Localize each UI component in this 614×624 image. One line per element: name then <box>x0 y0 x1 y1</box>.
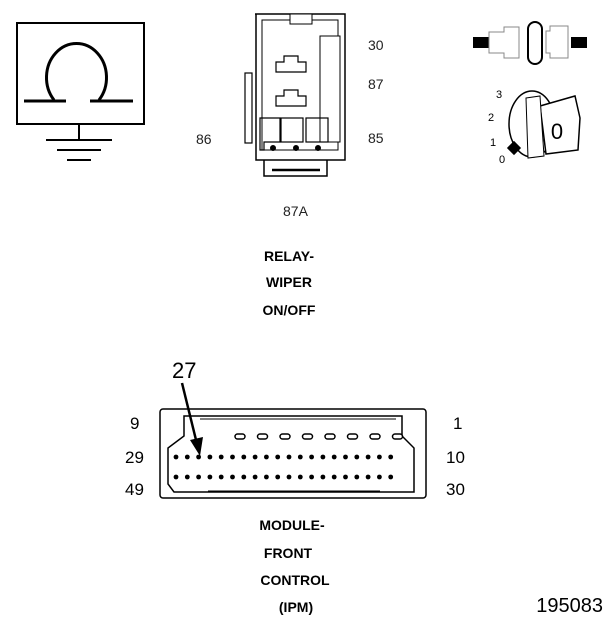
connector-pin <box>331 474 337 480</box>
connector-pin-cavity <box>256 433 269 440</box>
connector-pin <box>241 474 247 480</box>
ground-symbol-icon <box>16 22 145 161</box>
relay-title-line-1: RELAY- <box>264 248 314 264</box>
connector-pin <box>320 474 326 480</box>
connector-pin-cavity <box>324 433 336 440</box>
module-pin-10-label: 10 <box>446 448 465 467</box>
connector-pin <box>309 474 314 480</box>
connector-pin <box>196 474 202 480</box>
relay-pin-87a-label: 87A <box>283 203 309 219</box>
relay-pin-87-label: 87 <box>368 76 384 92</box>
module-pin-9-label: 9 <box>130 414 139 433</box>
connector-pin <box>275 454 281 460</box>
connector-pin <box>354 474 360 480</box>
connector-pin <box>286 454 292 460</box>
switch-symbol-icon <box>473 21 587 65</box>
connector-pin <box>218 454 224 460</box>
connector-pin <box>252 474 258 480</box>
connector-pin <box>275 474 281 480</box>
connector-pin <box>309 454 314 460</box>
relay-connector-icon <box>244 13 346 177</box>
ignition-key-icon <box>506 90 581 159</box>
module-title-line-4: (IPM) <box>279 599 313 615</box>
connector-pin-cavity <box>369 433 381 440</box>
connector-pin <box>264 454 269 460</box>
connector-pin <box>184 474 190 480</box>
connector-pin <box>173 474 179 480</box>
connector-pin-cavity <box>279 433 291 440</box>
connector-middle-pins <box>173 454 394 460</box>
connector-pin-cavity <box>391 433 404 440</box>
connector-pin <box>354 454 360 460</box>
callout-pin-27: 27 <box>172 358 196 383</box>
connector-pin <box>230 474 235 480</box>
connector-pin <box>230 454 235 460</box>
connector-pin <box>196 454 202 460</box>
module-pin-29-label: 29 <box>125 448 144 467</box>
connector-pin <box>207 454 213 460</box>
ignition-key-label: 0 <box>551 119 563 144</box>
relay-title-line-3: ON/OFF <box>263 302 316 318</box>
connector-pin-cavity <box>301 433 314 440</box>
pin-27-arrow-icon <box>180 382 203 456</box>
connector-pin <box>286 474 292 480</box>
module-title-line-1: MODULE- <box>259 517 325 533</box>
connector-pin <box>252 454 258 460</box>
connector-pin <box>331 454 337 460</box>
connector-pin <box>297 454 303 460</box>
module-title-line-3: CONTROL <box>260 572 330 588</box>
connector-pin-cavity <box>346 433 359 440</box>
connector-pin <box>264 474 269 480</box>
connector-pin <box>297 474 303 480</box>
ignition-position-2: 2 <box>488 112 494 124</box>
connector-pin <box>377 454 382 460</box>
connector-pin <box>241 454 247 460</box>
connector-pin <box>365 474 371 480</box>
connector-bottom-pins <box>173 474 394 480</box>
relay-pin-85-label: 85 <box>368 130 384 146</box>
module-pin-30-label: 30 <box>446 480 465 499</box>
module-title-line-2: FRONT <box>264 545 313 561</box>
ignition-position-3: 3 <box>496 89 502 101</box>
ignition-position-0: 0 <box>499 154 505 166</box>
connector-pin <box>320 454 326 460</box>
ignition-position-1: 1 <box>490 137 496 149</box>
relay-pin-86-label: 86 <box>196 131 212 147</box>
connector-pin <box>388 474 394 480</box>
module-pin-49-label: 49 <box>125 480 144 499</box>
figure-number: 195083 <box>536 595 603 617</box>
relay-pin-30-label: 30 <box>368 37 384 53</box>
connector-pin <box>388 454 394 460</box>
connector-pin <box>343 474 348 480</box>
connector-pin <box>343 454 348 460</box>
connector-pin-cavity <box>234 433 246 440</box>
connector-pin <box>173 454 179 460</box>
connector-pin <box>365 454 371 460</box>
connector-pin <box>184 454 190 460</box>
connector-pin <box>218 474 224 480</box>
module-connector-icon <box>159 408 427 499</box>
connector-pin <box>377 474 382 480</box>
module-pin-1-label: 1 <box>453 414 462 433</box>
connector-top-pins <box>234 433 404 440</box>
connector-pin <box>207 474 213 480</box>
relay-title-line-2: WIPER <box>266 274 312 290</box>
